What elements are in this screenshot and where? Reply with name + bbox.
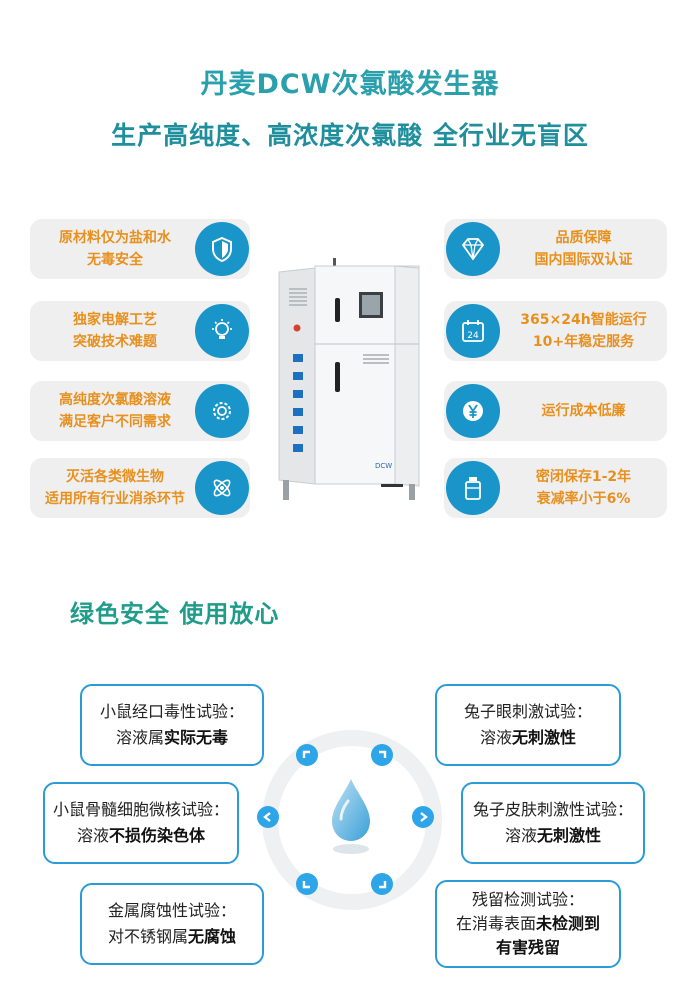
test-prefix: 对不锈钢属 xyxy=(107,927,188,946)
test-box-residue: 残留检测试验： 在消毒表面未检测到 有害残留 xyxy=(435,880,621,968)
svg-text:24: 24 xyxy=(467,331,479,341)
test-prefix: 在消毒表面 xyxy=(455,914,536,933)
arrow-up-right-icon xyxy=(371,744,393,766)
test-prefix: 溶液 xyxy=(76,826,109,845)
test-prefix: 溶液属 xyxy=(115,728,164,747)
feature-line2: 10+年稳定服务 xyxy=(532,334,635,350)
arrow-down-right-icon xyxy=(371,873,393,895)
yen-icon xyxy=(446,384,500,438)
page-title: 丹麦DCW次氯酸发生器 xyxy=(200,69,500,100)
test-result: 无刺激性 xyxy=(537,826,602,845)
feature-line1: 独家电解工艺 xyxy=(73,312,157,328)
lightbulb-gear-icon xyxy=(195,304,249,358)
feature-line2: 突破技术难题 xyxy=(73,334,157,350)
test-label: 金属腐蚀性试验： xyxy=(107,901,236,920)
shield-icon xyxy=(195,222,249,276)
test-result: 未检测到 xyxy=(536,914,601,933)
feature-card-right-3: 运行成本低廉 xyxy=(444,381,667,441)
test-label: 兔子眼刺激试验： xyxy=(463,702,592,721)
diamond-icon xyxy=(446,222,500,276)
feature-line1: 密闭保存1-2年 xyxy=(535,469,632,485)
test-label: 小鼠骨髓细胞微核试验： xyxy=(52,800,229,819)
test-prefix: 溶液 xyxy=(504,826,537,845)
feature-line2: 满足客户不同需求 xyxy=(59,414,171,430)
feature-line2: 无毒安全 xyxy=(87,252,143,268)
test-result: 无刺激性 xyxy=(512,728,577,747)
page-subtitle: 生产高纯度、高浓度次氯酸 全行业无盲区 xyxy=(111,121,589,150)
feature-card-left-2: 独家电解工艺 突破技术难题 xyxy=(30,301,250,361)
test-box-micronucleus: 小鼠骨髓细胞微核试验： 溶液不损伤染色体 xyxy=(43,782,239,864)
feature-card-right-4: 密闭保存1-2年 衰减率小于6% xyxy=(444,458,667,518)
water-drop-icon xyxy=(320,775,382,857)
svg-text:DCW: DCW xyxy=(375,462,392,470)
feature-line1: 高纯度次氯酸溶液 xyxy=(59,392,171,408)
feature-card-right-1: 品质保障 国内国际双认证 xyxy=(444,219,667,279)
test-result: 无腐蚀 xyxy=(188,927,237,946)
calendar-24-icon: 24 xyxy=(446,304,500,358)
test-label: 兔子皮肤刺激性试验： xyxy=(472,800,633,819)
arrow-up-left-icon xyxy=(296,744,318,766)
arrow-down-left-icon xyxy=(296,873,318,895)
feature-line2: 国内国际双认证 xyxy=(534,252,633,268)
feature-line1: 灭活各类微生物 xyxy=(66,469,164,485)
arrow-left-icon xyxy=(257,806,279,828)
feature-line1: 365×24h智能运行 xyxy=(520,312,647,328)
test-label: 小鼠经口毒性试验： xyxy=(99,702,244,721)
test-result: 不损伤染色体 xyxy=(109,826,206,845)
feature-card-right-2: 24 365×24h智能运行 10+年稳定服务 xyxy=(444,301,667,361)
bottle-icon xyxy=(446,461,500,515)
feature-line1: 品质保障 xyxy=(555,230,612,246)
feature-line2: 衰减率小于6% xyxy=(536,491,631,507)
test-box-metal-corrosion: 金属腐蚀性试验： 对不锈钢属无腐蚀 xyxy=(80,883,264,965)
feature-card-left-3: 高纯度次氯酸溶液 满足客户不同需求 xyxy=(30,381,250,441)
test-result: 实际无毒 xyxy=(164,728,229,747)
generator-machine-image: DCW xyxy=(275,258,427,502)
gear-icon xyxy=(195,384,249,438)
safety-heading: 绿色安全 使用放心 xyxy=(70,600,280,628)
atom-icon xyxy=(195,461,249,515)
test-box-oral-toxicity: 小鼠经口毒性试验： 溶液属实际无毒 xyxy=(80,684,264,766)
test-box-skin-irritation: 兔子皮肤刺激性试验： 溶液无刺激性 xyxy=(461,782,645,864)
test-prefix: 溶液 xyxy=(479,728,512,747)
test-label: 残留检测试验： xyxy=(471,890,584,909)
feature-card-left-4: 灭活各类微生物 适用所有行业消杀环节 xyxy=(30,458,250,518)
test-box-eye-irritation: 兔子眼刺激试验： 溶液无刺激性 xyxy=(435,684,621,766)
feature-card-left-1: 原材料仅为盐和水 无毒安全 xyxy=(30,219,250,279)
test-result-line2: 有害残留 xyxy=(495,938,560,957)
feature-line1: 原材料仅为盐和水 xyxy=(59,230,171,246)
arrow-right-icon xyxy=(412,806,434,828)
feature-line2: 适用所有行业消杀环节 xyxy=(45,491,185,507)
feature-line1: 运行成本低廉 xyxy=(541,403,626,419)
